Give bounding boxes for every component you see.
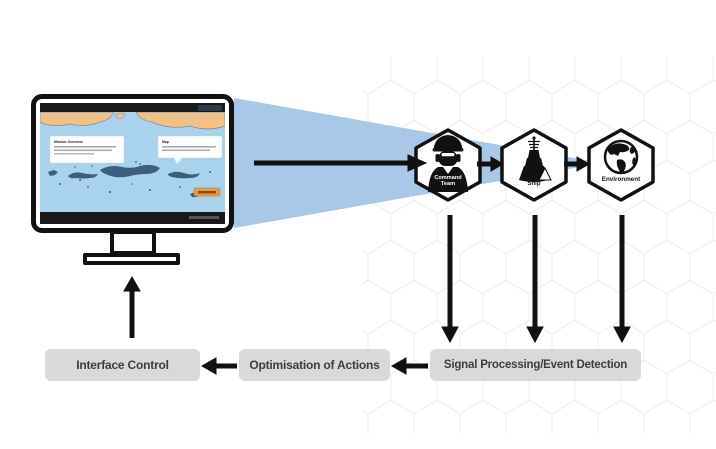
monitor: Mission Overview Map bbox=[31, 94, 234, 233]
arrow-signal-to-optimisation bbox=[390, 357, 428, 375]
monitor-screen: Mission Overview Map bbox=[40, 103, 225, 224]
arrow-command-team-to-ship bbox=[477, 156, 504, 172]
landmass-right bbox=[135, 111, 225, 130]
interface-control-box: Interface Control bbox=[45, 349, 200, 381]
optimisation-of-actions-box: Optimisation of Actions bbox=[239, 349, 390, 381]
arrow-monitor-to-command-team bbox=[254, 154, 428, 172]
command-team-label: Command Team bbox=[434, 175, 462, 188]
callout-title: Map bbox=[162, 140, 169, 144]
screen-top-bar bbox=[40, 103, 225, 112]
nautical-chart: Mission Overview Map bbox=[40, 111, 225, 212]
arrow-ship-down bbox=[526, 215, 544, 344]
arrows bbox=[123, 154, 631, 375]
arrow-environment-down bbox=[613, 215, 631, 344]
arrow-optimisation-to-interface bbox=[200, 357, 237, 375]
environment-label: Environment bbox=[601, 176, 641, 183]
window-controls-area bbox=[198, 104, 222, 111]
globe-icon bbox=[603, 139, 639, 175]
status-text-area bbox=[189, 216, 219, 219]
ship-label: Ship bbox=[527, 181, 541, 187]
arrow-interface-to-monitor bbox=[123, 275, 141, 338]
arrow-command-team-down bbox=[441, 215, 459, 344]
monitor-stand-base bbox=[83, 253, 180, 265]
chart-markers bbox=[79, 161, 137, 181]
ship-node bbox=[500, 128, 568, 202]
monitor-stand-neck bbox=[110, 230, 156, 255]
command-team-node bbox=[414, 128, 482, 202]
island-chain bbox=[48, 161, 211, 198]
callout-title: Mission Overview bbox=[54, 140, 83, 144]
map-callout-map: Map bbox=[157, 135, 223, 164]
map-action-badge bbox=[193, 187, 221, 197]
map-view: Mission Overview Map bbox=[40, 111, 225, 212]
map-callout-mission-overview: Mission Overview bbox=[49, 135, 125, 164]
screen-bottom-bar bbox=[40, 212, 225, 224]
signal-processing-box: Signal Processing/Event Detection bbox=[430, 349, 641, 381]
landmass-left bbox=[40, 111, 115, 126]
arrow-ship-to-environment bbox=[564, 156, 590, 172]
environment-node bbox=[587, 128, 655, 202]
warship-icon bbox=[519, 136, 552, 182]
commander-icon bbox=[428, 135, 468, 192]
